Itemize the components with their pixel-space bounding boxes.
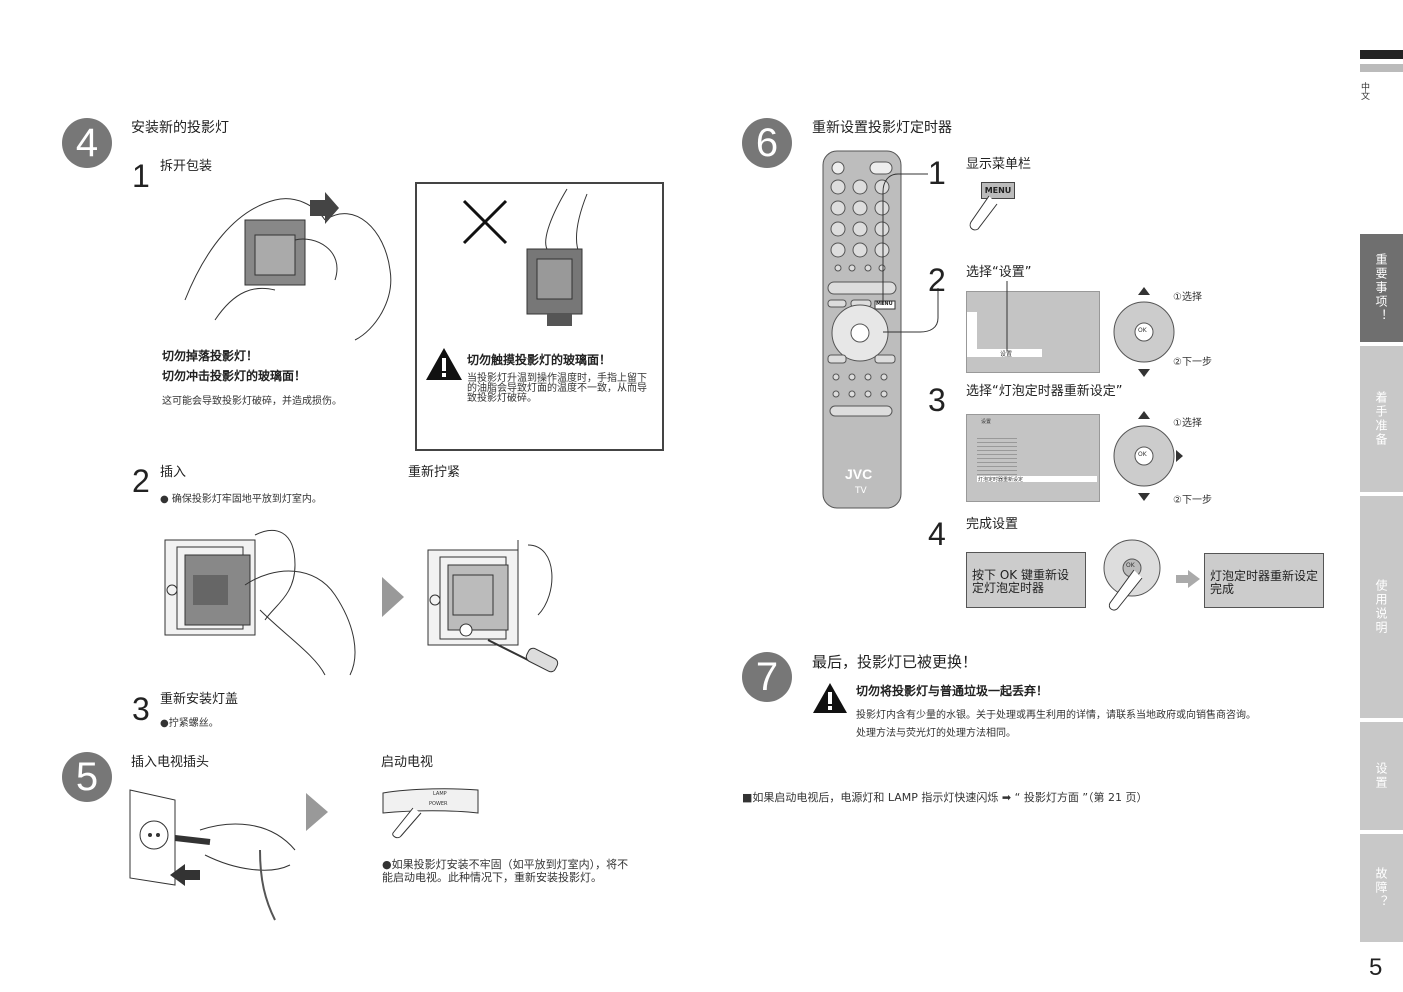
menu-key-button: MENU	[981, 182, 1015, 199]
settings-menu-screen: 设置	[966, 291, 1100, 373]
substep-2-note: ● 确保投影灯牢固地平放到灯室内。	[160, 494, 322, 505]
dpad-ok-press	[1103, 539, 1161, 611]
lamp-timer-menu-title: 设置	[981, 419, 992, 425]
dpad-2-ok: OK	[1138, 451, 1147, 458]
tab-important[interactable]: 重要事项！	[1360, 234, 1403, 342]
retighten-illustration	[427, 540, 559, 673]
step-6-4-label: 完成设置	[966, 517, 1019, 532]
top-bar-light	[1360, 64, 1403, 72]
dpad-1-select: ①选择	[1173, 292, 1202, 303]
no-touch-warning-title: 切勿触摸投影灯的玻璃面！	[467, 353, 612, 367]
lamp-timer-menu-item: 灯泡定时器重新设定	[978, 477, 1024, 483]
warning-drop: 切勿掉落投影灯！	[162, 349, 259, 363]
step-6-1-number: 1	[928, 155, 946, 191]
caution-triangle-icon	[426, 348, 462, 380]
reset-done-box: 灯泡定时器重新设定完成	[1204, 553, 1324, 608]
caution-triangle-icon-2	[813, 683, 847, 713]
tab-settings[interactable]: 设置	[1360, 722, 1403, 830]
warning-impact: 切勿冲击投影灯的玻璃面！	[162, 369, 307, 383]
step-7-line-1: 投影灯内含有少量的水银。关于处理或再生利用的详情，请联系当地政府或向销售商咨询。	[856, 710, 1256, 721]
step-6-4-number: 4	[928, 516, 946, 552]
leader-lines	[882, 173, 939, 333]
step-6-2-label: 选择“设置”	[966, 265, 1032, 280]
step-6-3-label: 选择“灯泡定时器重新设定”	[966, 384, 1123, 399]
dpad-select-1	[1113, 287, 1175, 377]
arrow-right-gray	[1176, 570, 1200, 588]
dpad-3-ok: OK	[1126, 562, 1135, 569]
remote-brand-logo: JVC	[845, 466, 873, 482]
insert-lamp-illustration	[164, 530, 356, 676]
step-5-title: 插入电视插头	[131, 755, 210, 770]
substep-2-label: 插入	[160, 465, 187, 480]
step-7-line-2: 处理方法与荧光灯的处理方法相同。	[856, 728, 1016, 739]
step-7-warning-title: 切勿将投影灯与普通垃圾一起丢弃！	[856, 684, 1049, 698]
step-6-1-label: 显示菜单栏	[966, 157, 1032, 172]
no-touch-warning-text: 当投影灯升温到操作温度时，手指上留下的油脂会导致灯面的温度不一致，从而导致投影灯…	[467, 373, 647, 404]
warning-break: 这可能会导致投影灯破碎，并造成损伤。	[162, 396, 342, 407]
tab-usage[interactable]: 使用说明	[1360, 496, 1403, 718]
substep-1-label: 拆开包装	[160, 159, 213, 174]
step-4-title: 安装新的投影灯	[131, 120, 229, 136]
dpad-2-next: ②下一步	[1173, 495, 1212, 506]
step-6-badge: 6	[742, 118, 792, 168]
step-5-title-power: 启动电视	[381, 755, 434, 770]
reset-prompt-box: 按下 OK 键重新设定灯泡定时器	[966, 552, 1086, 608]
remote-menu-key-label: MENU	[876, 301, 893, 307]
pointing-hand-icon	[969, 195, 998, 231]
tab-preparation[interactable]: 着手准备	[1360, 346, 1403, 492]
remote-control	[822, 150, 902, 509]
step-7-title: 最后，投影灯已被更换！	[812, 653, 978, 671]
tab-trouble[interactable]: 故障？	[1360, 834, 1403, 942]
right-arrow-icon-2	[306, 793, 328, 831]
dpad-2-select: ①选择	[1173, 418, 1202, 429]
retighten-label: 重新拧紧	[408, 465, 461, 480]
plug-illustration	[129, 789, 296, 921]
substep-3-number: 3	[132, 691, 150, 727]
prohibited-x-icon	[462, 199, 508, 245]
settings-pointer-line	[1006, 281, 1008, 351]
substep-2-number: 2	[132, 463, 150, 499]
substep-1-number: 1	[132, 158, 150, 194]
language-label: 中文	[1359, 82, 1369, 100]
dpad-1-next: ②下一步	[1173, 357, 1212, 368]
lamp-timer-menu-screen: 设置 灯泡定时器重新设定	[966, 414, 1100, 502]
step-6-2-number: 2	[928, 262, 946, 298]
lamp-hand-illustration	[526, 188, 588, 326]
substep-3-label: 重新安装灯盖	[160, 692, 239, 707]
step-6-3-number: 3	[928, 382, 946, 418]
step-4-badge: 4	[62, 118, 112, 168]
right-arrow-icon	[382, 577, 404, 617]
power-panel-illustration	[382, 788, 479, 839]
panel-lamp-label: LAMP	[433, 791, 447, 797]
no-touch-warning-box: 切勿触摸投影灯的玻璃面！ 当投影灯升温到操作温度时，手指上留下的油脂会导致灯面的…	[415, 182, 664, 451]
dpad-select-2	[1113, 411, 1183, 501]
footer-note: ■如果启动电视后，电源灯和 LAMP 指示灯快速闪烁 ➡ “ 投影灯方面 ”（第…	[742, 791, 1148, 804]
page-number: 5	[1369, 954, 1383, 981]
step-5-note: ●如果投影灯安装不牢固（如平放到灯室内），将不能启动电视。此种情况下，重新安装投…	[382, 858, 629, 884]
unpacking-illustration	[184, 192, 392, 341]
substep-3-note: ●拧紧螺丝。	[160, 718, 219, 729]
remote-tv-label: TV	[855, 486, 867, 496]
step-7-badge: 7	[742, 652, 792, 702]
panel-power-label: POWER	[429, 801, 448, 807]
top-bar-dark	[1360, 50, 1403, 59]
step-6-title: 重新设置投影灯定时器	[812, 120, 952, 136]
dpad-1-ok: OK	[1138, 327, 1147, 334]
settings-menu-item: 设置	[1000, 351, 1013, 358]
step-5-badge: 5	[62, 752, 112, 802]
